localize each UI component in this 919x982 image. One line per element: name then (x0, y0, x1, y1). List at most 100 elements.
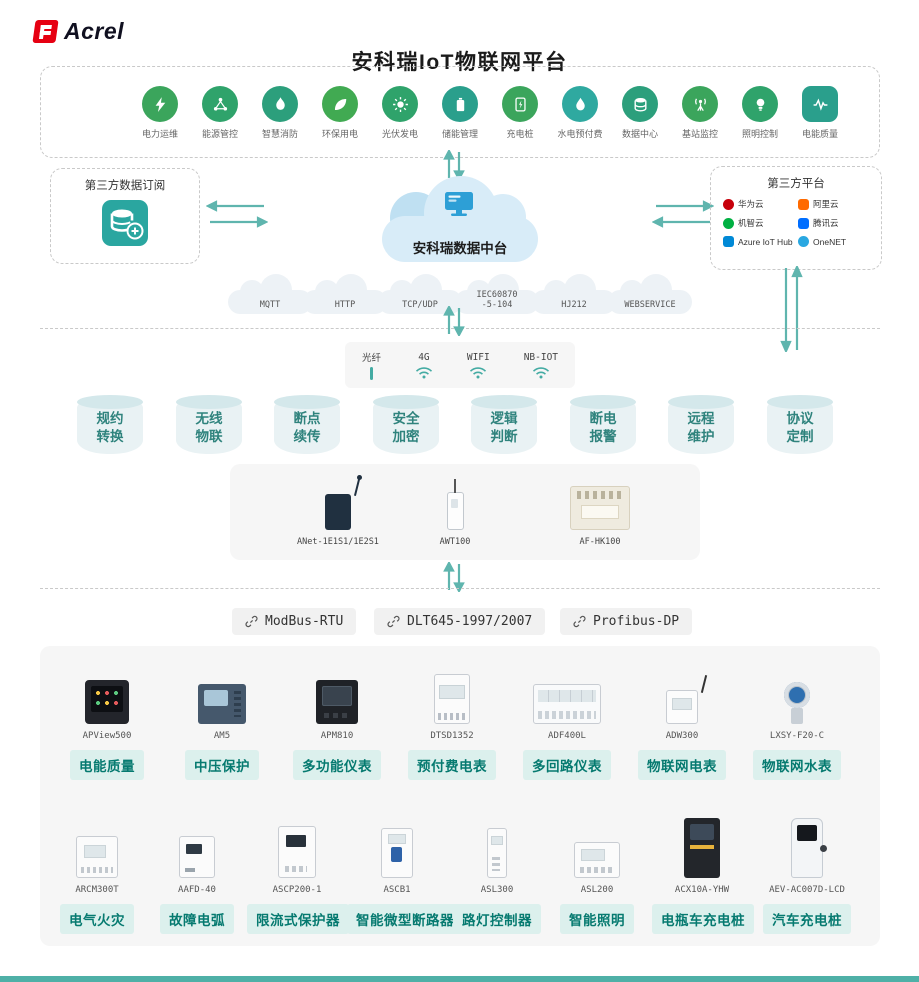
app-label: 充电桩 (506, 129, 534, 139)
app-datacenter: 数据中心 (608, 86, 672, 140)
brand-tencent-cloud: 腾讯云 (798, 217, 869, 229)
protocol-cloud-iec60870: IEC60870 -5-104 (455, 274, 539, 314)
conn-fiber: 光纤 (362, 350, 381, 380)
protocol-chip-label: ModBus-RTU (265, 614, 344, 629)
device-arcm300t: ARCM300T 电气火灾 (47, 816, 147, 934)
feature-wireless-iot: 无线 物联 (176, 395, 242, 454)
device-image (179, 836, 215, 878)
gateway-model: AWT100 (439, 537, 471, 547)
server-monitor-icon (442, 190, 476, 223)
device-model: ADW300 (665, 731, 699, 741)
updown-arrow-middle (443, 306, 465, 336)
protocol-chip-dlt645: DLT645-1997/2007 (374, 608, 546, 635)
platform-vertical-arrows (780, 266, 803, 352)
app-label: 能源管控 (201, 129, 238, 139)
app-label: 水电预付费 (557, 129, 603, 139)
device-model: APM810 (320, 731, 354, 741)
app-fire-safety: 智慧消防 (248, 86, 312, 140)
page-title: 安科瑞IoT物联网平台 (351, 51, 568, 74)
device-model: AM5 (213, 731, 231, 741)
device-apm810: APM810 多功能仪表 (282, 662, 392, 780)
conn-label: 光纤 (361, 353, 381, 364)
waveform-icon (802, 86, 838, 122)
wifi-icon (415, 366, 432, 378)
database-subscribe-icon (102, 200, 148, 246)
app-pv: 光伏发电 (368, 86, 432, 140)
app-prepaid: 水电预付费 (548, 86, 612, 140)
connectivity-bar: 光纤 4G WIFI NB-IOT (345, 342, 575, 388)
bolt-icon (142, 86, 178, 122)
device-tag: 限流式保护器 (247, 904, 349, 934)
app-label: 电能质量 (801, 129, 838, 139)
device-tag: 电气火灾 (60, 904, 134, 934)
device-model: ADF400L (548, 731, 586, 741)
device-model: ASCB1 (383, 885, 411, 895)
battery-icon (442, 86, 478, 122)
leaf-icon (322, 86, 358, 122)
charging-pile-icon (502, 86, 538, 122)
device-tag: 智能微型断路器 (347, 904, 463, 934)
app-label: 环保用电 (321, 129, 358, 139)
acrel-logo: Acrel (32, 18, 125, 45)
gateway-image (446, 479, 464, 530)
device-acx10a: ACX10A-YHW 电瓶车充电桩 (652, 816, 754, 934)
device-model: ASL300 (480, 885, 514, 895)
device-aev: AEV-AC007D-LCD 汽车充电桩 (757, 816, 857, 934)
device-model: ARCM300T (75, 885, 119, 895)
conn-4g: 4G (415, 352, 433, 379)
brand-label: 机智云 (738, 218, 764, 228)
nodes-icon (202, 86, 238, 122)
device-adf400l: ADF400L 多回路仪表 (512, 662, 622, 780)
device-tag: 路灯控制器 (453, 904, 541, 934)
app-label: 智慧消防 (261, 129, 298, 139)
acrel-logo-text: Acrel (64, 18, 125, 44)
data-hub-cloud: 安科瑞数据中台 (378, 174, 542, 270)
device-asl300: ASL300 路灯控制器 (447, 816, 547, 934)
conn-label: 4G (418, 351, 430, 363)
app-power-quality: 电能质量 (788, 86, 852, 140)
feature-remote-maintenance: 远程 维护 (668, 395, 734, 454)
app-label: 基站监控 (681, 129, 718, 139)
device-image (574, 842, 620, 878)
device-apview500: APView500 电能质量 (52, 662, 162, 780)
device-image (85, 680, 129, 724)
third-party-subscription-panel: 第三方数据订阅 (50, 168, 200, 264)
device-image (434, 674, 470, 724)
device-tag: 多功能仪表 (293, 750, 381, 780)
gateway-awt100: AWT100 (395, 478, 515, 547)
droplet-icon (562, 86, 598, 122)
app-storage: 储能管理 (428, 86, 492, 140)
third-party-platform-panel: 第三方平台 华为云 阿里云 机智云 腾讯云 Azure IoT Hub (710, 166, 882, 270)
protocol-chip-profibus: Profibus-DP (560, 608, 693, 635)
device-image (533, 684, 601, 724)
gateway-anet: ANet-1E1S1/1E2S1 (278, 475, 398, 547)
device-model: LXSY-F20-C (769, 731, 825, 741)
device-model: ASL200 (580, 885, 614, 895)
wifi-icon (532, 366, 549, 378)
gateway-image (570, 486, 630, 530)
device-image (487, 828, 507, 878)
app-label: 储能管理 (441, 129, 478, 139)
left-bidirectional-arrows (206, 200, 268, 228)
wifi-icon (470, 366, 487, 378)
protocol-cloud-http: HTTP (303, 274, 387, 314)
app-charging-pile: 充电桩 (488, 86, 552, 140)
device-dtsd1352: DTSD1352 预付费电表 (397, 662, 507, 780)
updown-arrow-bottom (443, 562, 465, 592)
app-basestation: 基站监控 (668, 86, 732, 140)
feature-protocol-conversion: 规约 转换 (77, 395, 143, 454)
device-tag: 中压保护 (185, 750, 259, 780)
device-model: ACX10A-YHW (674, 885, 730, 895)
tencent-cloud-icon (798, 217, 809, 229)
device-asl200: ASL200 智能照明 (547, 816, 647, 934)
device-aafd40: AAFD-40 故障电弧 (147, 816, 247, 934)
brand-label: 腾讯云 (813, 218, 839, 228)
protocol-chip-label: DLT645-1997/2007 (407, 614, 533, 629)
brand-huawei-cloud: 华为云 (723, 198, 794, 210)
link-icon (573, 615, 586, 628)
gateway-model: ANet-1E1S1/1E2S1 (297, 537, 379, 547)
footer-bar (0, 976, 919, 982)
divider-bottom (40, 588, 880, 589)
app-lighting: 照明控制 (728, 86, 792, 140)
aliyun-icon (798, 198, 809, 210)
